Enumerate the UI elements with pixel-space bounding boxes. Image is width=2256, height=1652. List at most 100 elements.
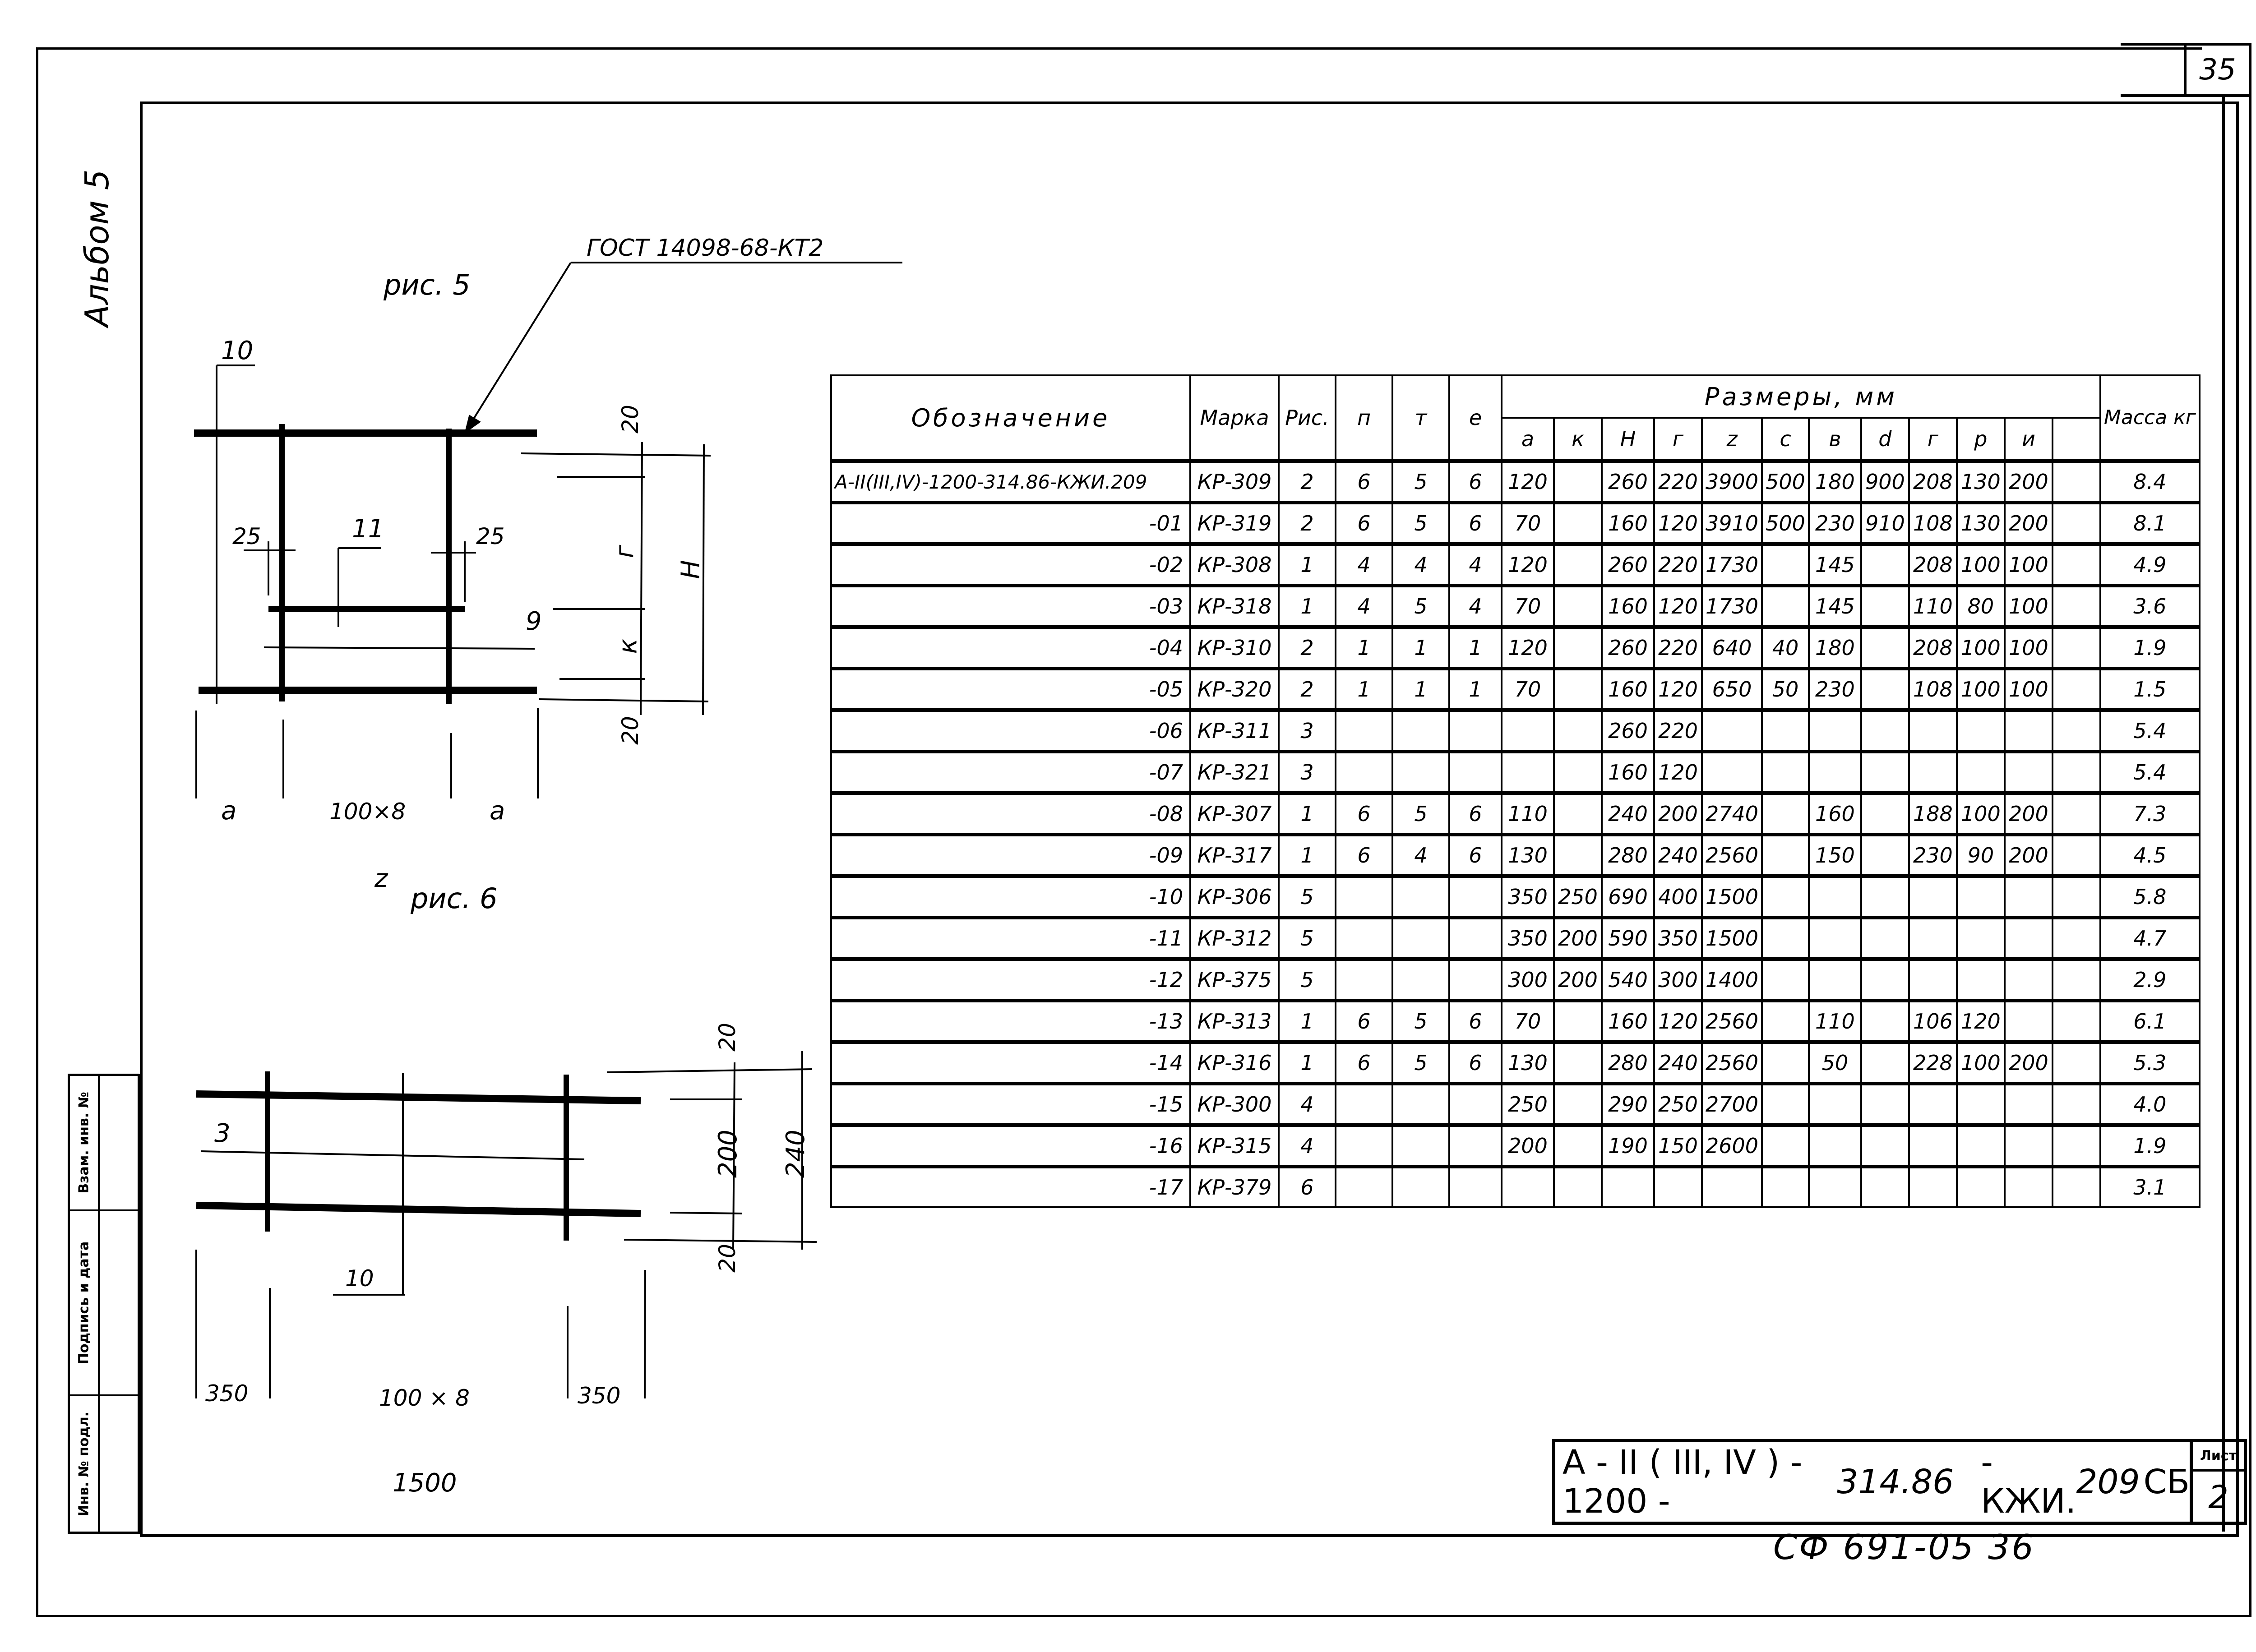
cell-dim: 108: [1908, 667, 1958, 711]
stamp-divider: [98, 1076, 100, 1532]
cell-dim: 2740: [1701, 791, 1763, 835]
cell-mark: КР-320: [1189, 667, 1280, 711]
cell-m: [1392, 708, 1450, 752]
cell-dim: 50: [1761, 667, 1810, 711]
cell-dim: 200: [1553, 957, 1603, 1001]
dim-20-top: 20: [617, 405, 643, 434]
cell-fig: 2: [1278, 625, 1336, 669]
cell-dim: [1761, 750, 1810, 794]
cell-dim: 230: [1808, 501, 1862, 545]
dim-20-bottom: 20: [714, 1244, 740, 1273]
cell-dim: 100: [1956, 667, 2006, 711]
table-row: -03 КР-318 1 4 5 4 70 160 120 1730 145 1…: [830, 584, 2201, 628]
cell-mass: 7.3: [2099, 791, 2201, 835]
cell-mark: КР-375: [1189, 957, 1280, 1001]
cell-dim: [1601, 1165, 1655, 1208]
cell-m: 4: [1392, 542, 1450, 586]
cell-dim: 145: [1808, 584, 1862, 628]
cell-dim: [2003, 999, 2053, 1043]
cell-n: 1: [1335, 667, 1393, 711]
cell-mark: КР-309: [1189, 459, 1280, 503]
cell-e: 6: [1448, 999, 1502, 1043]
cell-e: 4: [1448, 584, 1502, 628]
header-dim-empty: [2051, 417, 2101, 462]
header-dim-v: в: [1808, 417, 1862, 462]
table-row: -12 КР-375 5 300 200 540 300 1400 2.9: [830, 957, 2201, 1001]
cell-dim: [2051, 916, 2101, 960]
cell-dim: 70: [1501, 667, 1555, 711]
right-margin-line: [2222, 97, 2225, 1532]
cell-designation: -02: [830, 542, 1191, 586]
cell-dim: 120: [1653, 667, 1703, 711]
cell-dim: [2051, 625, 2101, 669]
cell-dim: [1761, 957, 1810, 1001]
cell-m: [1392, 1123, 1450, 1167]
cell-dim: 50: [1808, 1040, 1862, 1084]
cell-designation: -15: [830, 1082, 1191, 1126]
cell-dim: [1553, 667, 1603, 711]
cell-designation: -14: [830, 1040, 1191, 1084]
cell-dim: 230: [1808, 667, 1862, 711]
cell-e: 6: [1448, 791, 1502, 835]
cell-dim: 2560: [1701, 999, 1763, 1043]
cell-n: 6: [1335, 501, 1393, 545]
cell-dim: 188: [1908, 791, 1958, 835]
cell-mass: 2.9: [2099, 957, 2201, 1001]
dim-11: 11: [352, 514, 384, 544]
sheet-corner-number: 35: [2184, 43, 2251, 97]
cell-dim: 110: [1808, 999, 1862, 1043]
title-code-suffix: - КЖИ.: [1981, 1443, 2076, 1521]
cell-dim: [1761, 999, 1810, 1043]
cell-dim: 100: [1956, 542, 2006, 586]
cell-dim: [1808, 750, 1862, 794]
cell-mark: КР-308: [1189, 542, 1280, 586]
cell-dim: [2051, 874, 2101, 918]
cell-dim: 150: [1653, 1123, 1703, 1167]
cell-designation: -16: [830, 1123, 1191, 1167]
cell-dim: 150: [1808, 833, 1862, 877]
cell-dim: 120: [1501, 625, 1555, 669]
cell-dim: 200: [2003, 791, 2053, 835]
cell-dim: 160: [1601, 750, 1655, 794]
cell-m: [1392, 916, 1450, 960]
cell-dim: 400: [1653, 874, 1703, 918]
cell-dim: [1761, 1040, 1810, 1084]
cell-dim: 280: [1601, 833, 1655, 877]
cell-dim: 106: [1908, 999, 1958, 1043]
cell-dim: [1908, 1165, 1958, 1208]
cell-dim: [1553, 459, 1603, 503]
cell-n: 6: [1335, 791, 1393, 835]
cell-mass: 3.1: [2099, 1165, 2201, 1208]
cell-dim: [2051, 667, 2101, 711]
table-row: -09 КР-317 1 6 4 6 130 280 240 2560 150 …: [830, 833, 2201, 877]
cell-dim: 120: [1653, 584, 1703, 628]
cell-n: [1335, 1082, 1393, 1126]
cell-dim: 40: [1761, 625, 1810, 669]
cell-dim: 100: [2003, 667, 2053, 711]
cell-dim: 240: [1601, 791, 1655, 835]
cell-mark: КР-307: [1189, 791, 1280, 835]
cell-mass: 1.9: [2099, 1123, 2201, 1167]
cell-dim: [1553, 791, 1603, 835]
header-dim-z: z: [1701, 417, 1763, 462]
cell-mass: 3.6: [2099, 584, 2201, 628]
cell-e: [1448, 957, 1502, 1001]
cell-dim: [1653, 1165, 1703, 1208]
cell-dim: 70: [1501, 584, 1555, 628]
dim-10: 10: [345, 1265, 374, 1292]
cell-dim: 190: [1601, 1123, 1655, 1167]
dim-10: 10: [221, 336, 254, 365]
cell-dim: [1553, 750, 1603, 794]
cell-dim: 300: [1653, 957, 1703, 1001]
dim-k: к: [613, 638, 643, 654]
cell-dim: 230: [1908, 833, 1958, 877]
cell-dim: 1500: [1701, 916, 1763, 960]
cell-e: 6: [1448, 501, 1502, 545]
cell-dim: 160: [1601, 501, 1655, 545]
cell-dim: [2051, 1165, 2101, 1208]
cell-dim: 130: [1501, 1040, 1555, 1084]
cell-dim: [1908, 916, 1958, 960]
cell-designation: -09: [830, 833, 1191, 877]
sheet-box: Лист 2: [2193, 1439, 2247, 1525]
dim-9: 9: [526, 607, 542, 636]
